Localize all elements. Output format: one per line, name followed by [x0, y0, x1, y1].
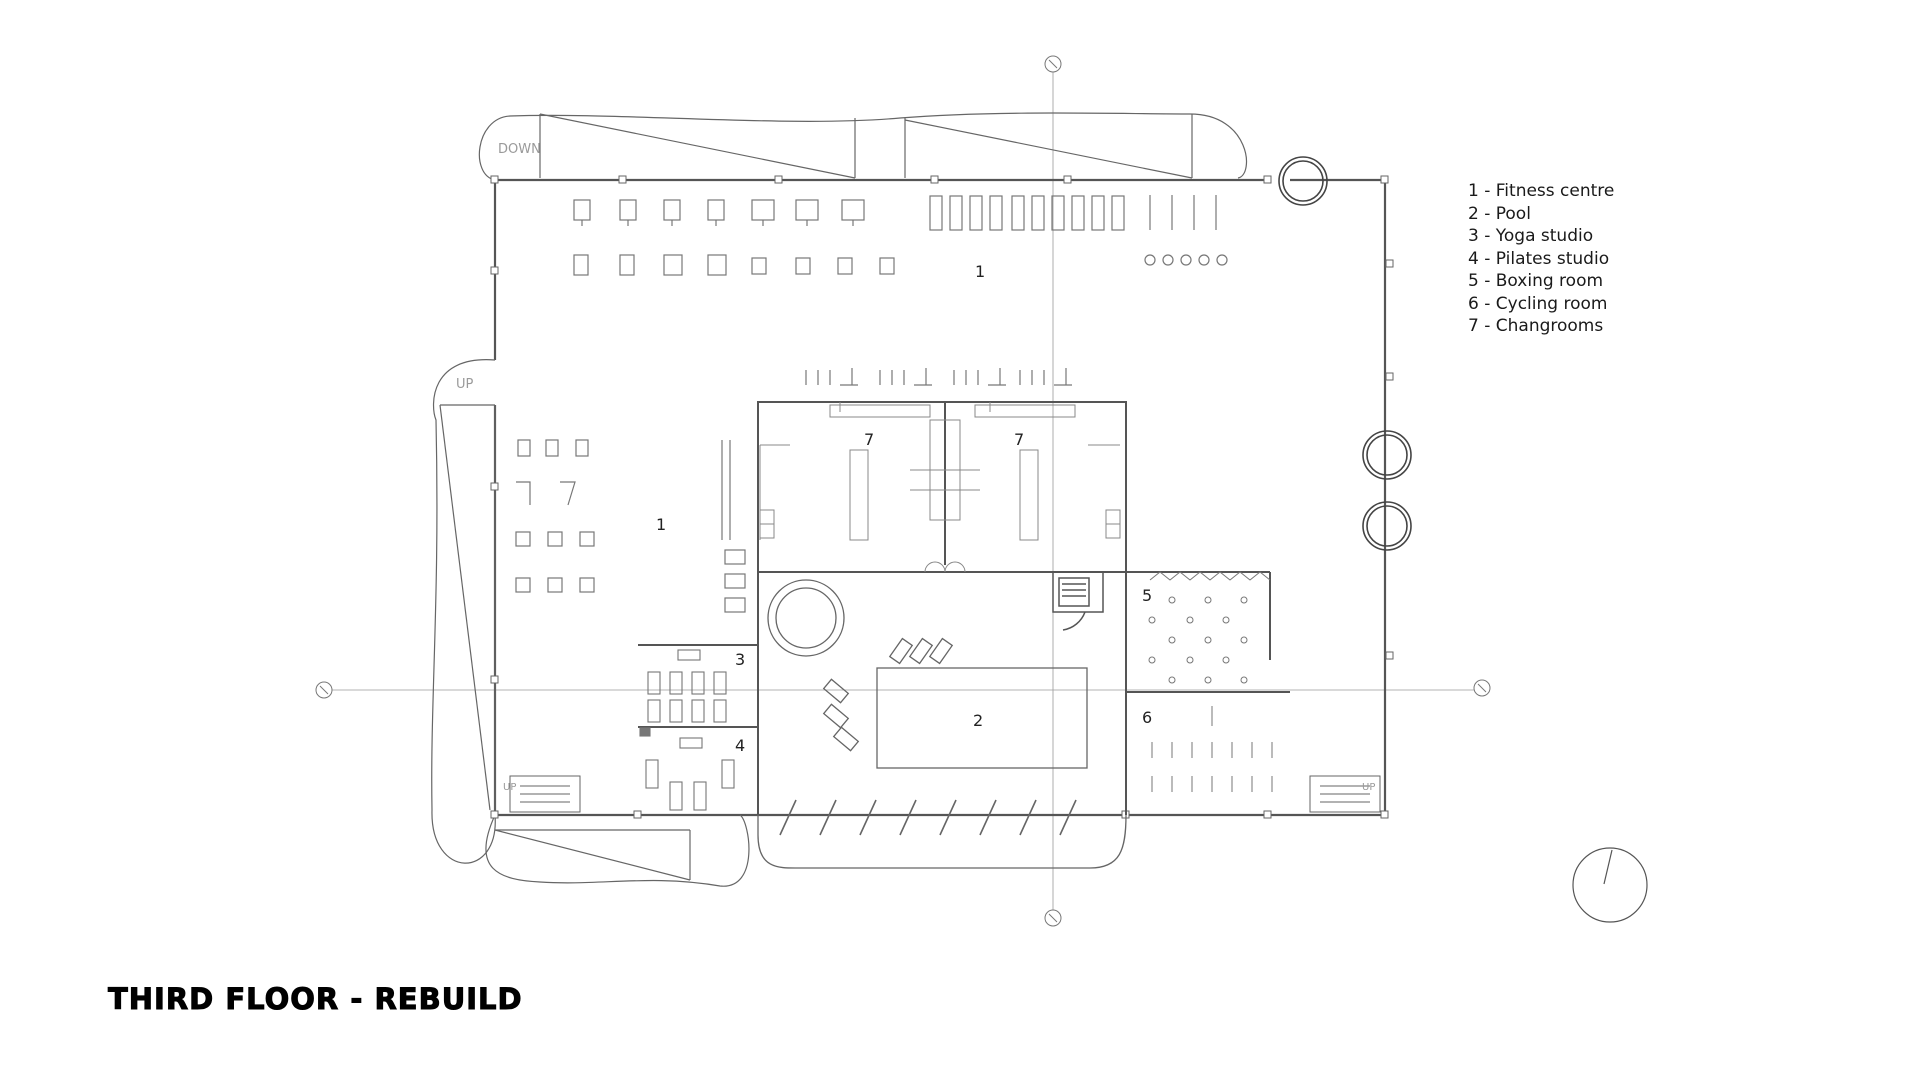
equipment-studios — [639, 649, 735, 811]
room-legend: 1 - Fitness centre 2 - Pool 3 - Yoga stu… — [1468, 180, 1614, 338]
stair-towers — [431, 112, 1248, 887]
drawing-title: THIRD FLOOR - REBUILD — [108, 982, 523, 1017]
legend-item: 4 - Pilates studio — [1468, 248, 1610, 269]
axis-bubbles — [315, 55, 1491, 927]
room-number-cycling: 6 — [1142, 708, 1152, 727]
room-number-boxing: 5 — [1142, 586, 1152, 605]
legend-item: 6 - Cycling room — [1468, 293, 1608, 314]
north-arrow-icon — [1572, 847, 1648, 923]
equipment-fitness-left — [515, 439, 746, 613]
legend-item: 5 - Boxing room — [1468, 271, 1604, 291]
stair-label-down: DOWN — [498, 142, 541, 157]
legend-item: 1 - Fitness centre — [1468, 181, 1615, 201]
equipment-boxing-cycling — [1148, 571, 1273, 792]
changroom-fixtures — [759, 402, 1121, 573]
room-number-yoga: 3 — [735, 650, 745, 669]
legend-item: 2 - Pool — [1468, 203, 1531, 224]
axis-lines — [330, 68, 1475, 912]
legend-item: 3 - Yoga studio — [1468, 226, 1594, 246]
room-number-pool: 2 — [973, 711, 983, 730]
small-stairs — [509, 775, 1381, 813]
room-numbers: 1 1 2 3 4 5 6 7 7 — [656, 262, 1152, 755]
room-number-fitness-top: 1 — [975, 262, 985, 281]
sauna — [1052, 571, 1104, 631]
stair-label-up-left: UP — [456, 377, 474, 392]
room-number-changroom-right: 7 — [1014, 430, 1024, 449]
room-number-fitness-left: 1 — [656, 515, 666, 534]
room-number-pilates: 4 — [735, 736, 745, 755]
stair-labels: DOWN UP UP UP — [456, 142, 1375, 793]
pool-hall — [757, 579, 1127, 869]
stair-label-up-bottom-right: UP — [1362, 782, 1375, 793]
round-columns — [1278, 156, 1412, 551]
columns — [490, 175, 1394, 819]
legend-item: 7 - Changrooms — [1468, 316, 1604, 336]
room-number-changroom-left: 7 — [864, 430, 874, 449]
stair-label-up-bottom-left: UP — [503, 782, 516, 793]
equipment-fitness-top — [573, 195, 1228, 386]
